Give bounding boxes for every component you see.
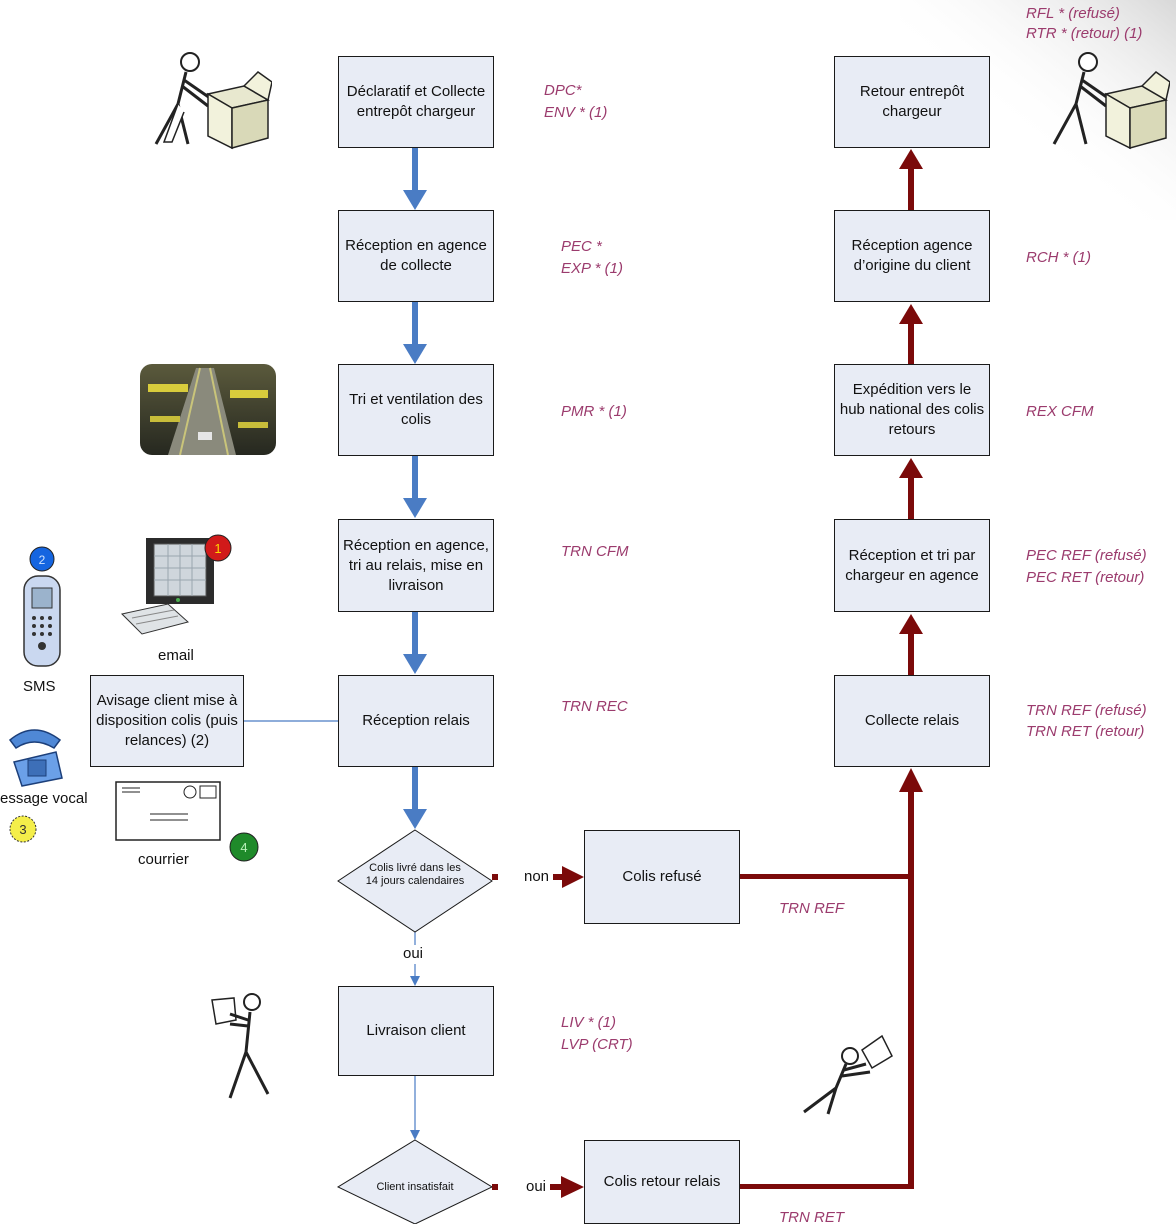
code-liv: LIV * (1) [561,1014,617,1031]
decision-14j-label: Colis livré dans les 14 jours calendaire… [338,862,492,888]
code-rex: REX CFM [1026,403,1094,420]
non-stub [492,874,498,880]
envelope-icon [115,781,221,841]
badge-4-icon: 4 [229,832,259,862]
branch-non-label: non [524,868,550,885]
code-trn-ret-bottom: TRN RET [779,1209,844,1226]
decision-insatisfait-label: Client insatisfait [376,1181,454,1193]
branch-oui-label: oui [403,945,424,962]
code-dpc: DPC* [544,82,582,99]
mobile-phone-icon: 2 [23,546,61,667]
arrow-1-head [403,190,427,210]
code-lvp: LVP (CRT) [561,1036,633,1053]
step-colis-retour-relais: Colis retour relais [584,1140,740,1224]
badge-3-text: 3 [19,822,26,837]
decision-14j-line2: 14 jours calendaires [365,875,465,887]
code-trn-rec: TRN REC [561,698,628,715]
code-pec-ref: PEC REF (refusé) [1026,547,1147,564]
arrow-4-shaft [412,612,418,658]
code-rfl: RFL * (refusé) [1026,5,1120,22]
channel-vocal-label: essage vocal [0,790,88,807]
computer-email-icon: 1 [120,534,232,635]
arrow-r4-head [899,149,923,169]
step-retour-entrepot: Retour entrepôt chargeur [834,56,990,148]
running-courier-icon [803,1034,893,1115]
sorting-conveyor-photo [140,364,276,455]
step-reception-collecte: Réception en agence de collecte [338,210,494,302]
step-livraison-client: Livraison client [338,986,494,1076]
code-env: ENV * (1) [544,104,608,121]
return-trunk [908,790,914,1189]
code-rch: RCH * (1) [1026,249,1092,266]
arrow-r2-shaft [908,476,914,522]
badge-4-text: 4 [240,840,247,855]
decision-14j-line1: Colis livré dans les [369,862,461,874]
oui-arrow-head [410,976,420,986]
oui-right-arrow-head [561,1176,584,1198]
step-reception-agence-origine: Réception agence d’origine du client [834,210,990,302]
worker-box-icon [154,52,272,150]
arrow-2-shaft [412,302,418,348]
step-avisage-client: Avisage client mise à disposition colis … [90,675,244,767]
code-trn-ref-bottom: TRN REF [779,900,844,917]
step-reception-agence: Réception en agence, tri au relais, mise… [338,519,494,612]
step-reception-relais: Réception relais [338,675,494,767]
worker-box-return-icon [1052,52,1170,150]
arrow-r1-head [899,614,923,634]
step-expedition-hub: Expédition vers le hub national des coli… [834,364,990,456]
return-trunk-head [899,768,923,792]
arrow-4-head [403,654,427,674]
delivery-person-icon [211,993,270,1099]
step-reception-tri-chargeur: Réception et tri par chargeur en agence [834,519,990,612]
insatisfait-arrow-head [410,1130,420,1140]
code-pec: PEC * [561,238,602,255]
telephone-icon [8,729,63,787]
non-shaft [553,874,565,880]
decision-diamond-14j [337,829,493,933]
badge-2-text: 2 [39,553,46,567]
arrow-5-shaft [412,767,418,813]
arrow-r3-shaft [908,322,914,366]
code-pec-ret: PEC RET (retour) [1026,569,1145,586]
step-colis-refuse: Colis refusé [584,830,740,924]
arrow-r4-shaft [908,167,914,211]
branch-oui-right-label: oui [526,1178,547,1195]
code-trn-ref-right: TRN REF (refusé) [1026,702,1147,719]
channel-sms-label: SMS [23,678,56,695]
code-rtr: RTR * (retour) (1) [1026,25,1143,42]
channel-email-label: email [158,647,194,664]
oui-right-stub [492,1184,498,1190]
badge-3-icon: 3 [9,815,37,843]
arrow-2-head [403,344,427,364]
refuse-return-line [739,874,914,879]
step-collecte-relais: Collecte relais [834,675,990,767]
channel-courrier-label: courrier [138,851,189,868]
oui-right-shaft [550,1184,564,1190]
arrow-r1-shaft [908,632,914,676]
code-trn-cfm: TRN CFM [561,543,629,560]
arrow-3-head [403,498,427,518]
code-exp: EXP * (1) [561,260,623,277]
arrow-r3-head [899,304,923,324]
arrow-r2-head [899,458,923,478]
badge-1-text: 1 [214,541,221,556]
step-declaratif: Déclaratif et Collecte entrepôt chargeur [338,56,494,148]
code-trn-ret-right: TRN RET (retour) [1026,723,1145,740]
arrow-1-shaft [412,148,418,194]
arrow-5-head [403,809,427,829]
code-pmr: PMR * (1) [561,403,627,420]
arrow-3-shaft [412,456,418,502]
retour-return-line [739,1184,914,1189]
step-tri-ventilation: Tri et ventilation des colis [338,364,494,456]
decision-diamond-insatisfait [336,1139,494,1224]
non-arrow-head [562,866,584,888]
